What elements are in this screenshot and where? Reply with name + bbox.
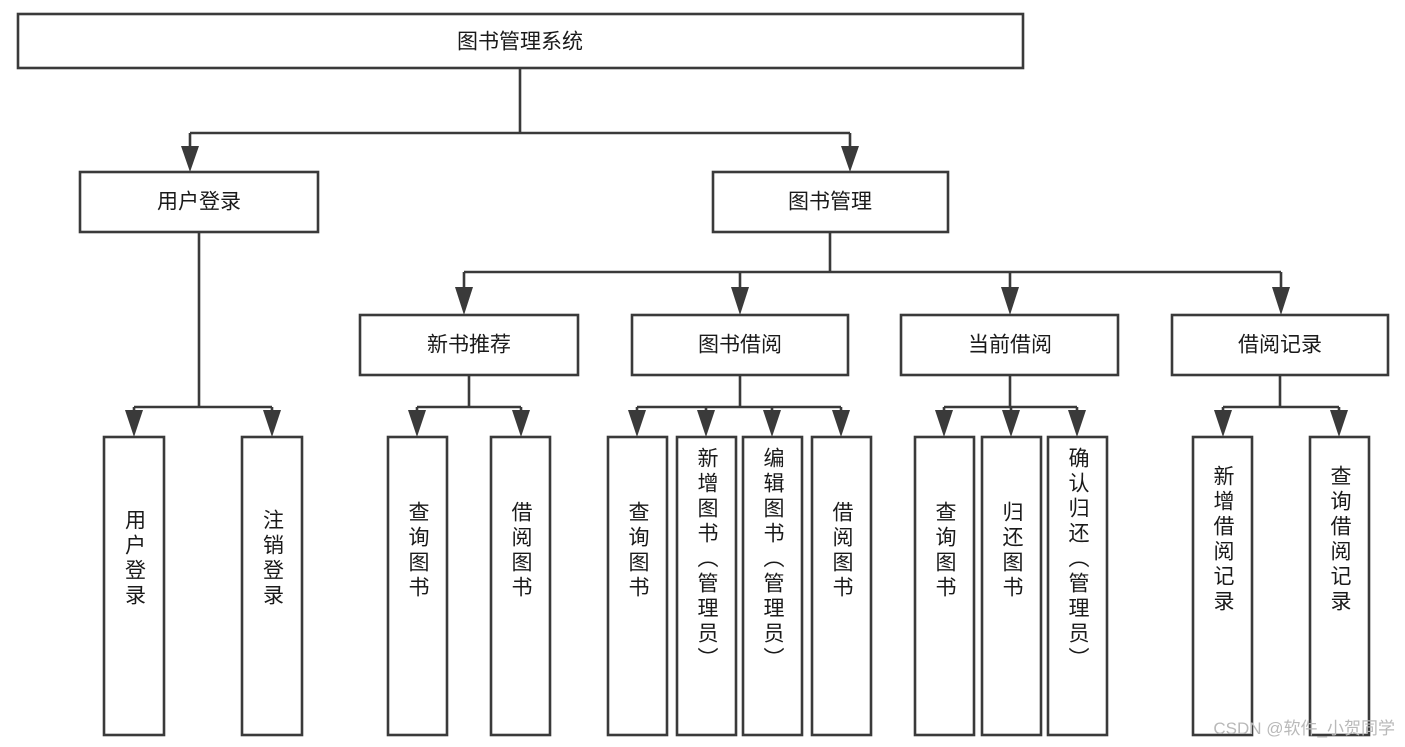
node-book-borrow-label: 图书借阅: [698, 334, 782, 357]
arrow-head-icon: [731, 287, 749, 315]
node-leaf-user-login-box[interactable]: [102, 435, 166, 737]
connector-user-login-to-leaves: [125, 232, 281, 437]
arrow-head-icon: [1002, 410, 1020, 437]
node-leaf-query-book-1-box[interactable]: [386, 435, 449, 737]
node-leaf-add-book-box[interactable]: [675, 435, 738, 737]
node-book-management-box[interactable]: [711, 170, 950, 234]
arrow-head-icon: [628, 410, 646, 437]
connector-root-to-level2: [181, 68, 859, 172]
node-root-box[interactable]: [16, 12, 1025, 70]
arrow-head-icon: [1068, 410, 1086, 437]
arrow-head-icon: [512, 410, 530, 437]
node-leaf-edit-book-box[interactable]: [741, 435, 804, 737]
node-borrow-record[interactable]: 借阅记录: [1170, 313, 1390, 377]
arrow-head-icon: [697, 410, 715, 437]
node-leaf-borrow-book-2-box[interactable]: [810, 435, 873, 737]
node-borrow-record-box[interactable]: [1170, 313, 1390, 377]
node-new-book-recommend-label: 新书推荐: [427, 334, 511, 357]
connector-book-mgmt-to-level3: [455, 232, 1290, 315]
arrow-head-icon: [1330, 410, 1348, 437]
node-borrow-record-label: 借阅记录: [1238, 334, 1322, 357]
node-book-management[interactable]: 图书管理: [711, 170, 950, 234]
arrow-head-icon: [408, 410, 426, 437]
connector-new-book-to-leaves: [408, 375, 530, 437]
arrow-head-icon: [841, 146, 859, 172]
arrow-head-icon: [1001, 287, 1019, 315]
node-user-login[interactable]: 用户登录: [78, 170, 320, 234]
node-current-borrow-label: 当前借阅: [968, 334, 1052, 357]
node-leaf-query-record-box[interactable]: [1308, 435, 1371, 737]
arrow-head-icon: [455, 287, 473, 315]
node-root-label: 图书管理系统: [457, 31, 583, 54]
arrow-head-icon: [1214, 410, 1232, 437]
node-leaf-borrow-book-1-box[interactable]: [489, 435, 552, 737]
node-leaf-query-book-3-box[interactable]: [913, 435, 976, 737]
arrow-head-icon: [263, 410, 281, 437]
node-root[interactable]: 图书管理系统: [16, 12, 1025, 70]
node-current-borrow-box[interactable]: [899, 313, 1120, 377]
arrow-head-icon: [1272, 287, 1290, 315]
connector-borrow-record-to-leaves: [1214, 375, 1348, 437]
node-leaf-confirm-return-box[interactable]: [1046, 435, 1109, 737]
connector-current-borrow-to-leaves: [935, 375, 1086, 437]
node-leaf-add-record-box[interactable]: [1191, 435, 1254, 737]
arrow-head-icon: [125, 410, 143, 437]
arrow-head-icon: [181, 146, 199, 172]
node-new-book-recommend[interactable]: 新书推荐: [358, 313, 580, 377]
connector-book-borrow-to-leaves: [628, 375, 850, 437]
node-new-book-recommend-box[interactable]: [358, 313, 580, 377]
node-current-borrow[interactable]: 当前借阅: [899, 313, 1120, 377]
node-leaf-return-book-box[interactable]: [980, 435, 1043, 737]
arrow-head-icon: [935, 410, 953, 437]
node-book-borrow-box[interactable]: [630, 313, 850, 377]
node-book-borrow[interactable]: 图书借阅: [630, 313, 850, 377]
node-leaf-logout-box[interactable]: [240, 435, 304, 737]
arrow-head-icon: [763, 410, 781, 437]
arrow-head-icon: [832, 410, 850, 437]
node-user-login-box[interactable]: [78, 170, 320, 234]
node-book-management-label: 图书管理: [788, 191, 872, 214]
node-user-login-label: 用户登录: [157, 191, 241, 214]
node-leaf-query-book-2-box[interactable]: [606, 435, 669, 737]
